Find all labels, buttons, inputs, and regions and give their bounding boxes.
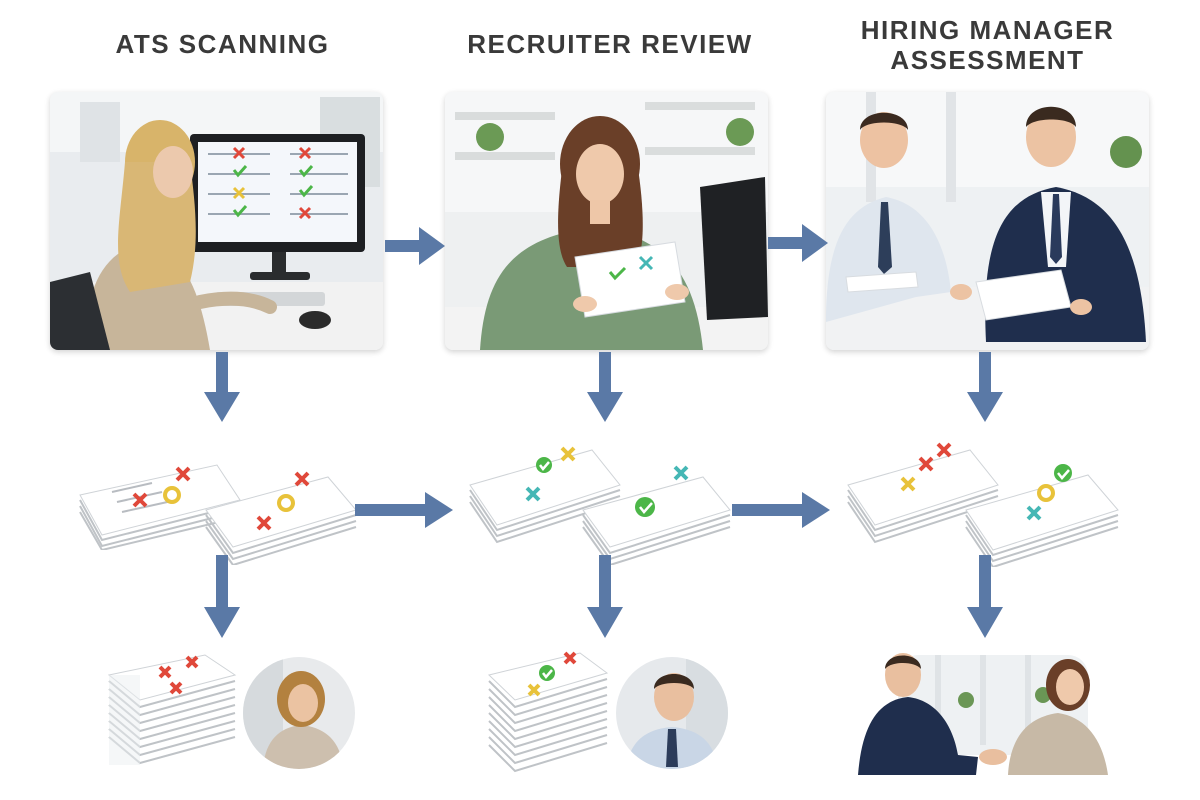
handshake-hire-scene [858,645,1130,775]
ats-scanning-photo [50,92,383,350]
arrow-right-icon [385,227,445,265]
recruiter-resume-stack-a [469,446,621,544]
rejected-candidate-avatar [243,657,355,769]
shortlisted-candidate-avatar [616,657,728,769]
recruiter-review-photo [445,92,768,350]
ats-final-stack [107,654,237,765]
ats-resume-stack-mixed [205,471,357,565]
manager-resume-stack-a [847,442,999,544]
stage-title-recruiter: RECRUITER REVIEW [467,29,753,59]
ats-resume-stack-rejected [79,464,241,550]
arrow-right-icon [355,492,453,528]
arrow-right-icon [768,224,828,262]
arrow-down-icon [967,555,1003,638]
stage-title-hiring-manager: HIRING MANAGER ASSESSMENT [860,15,1115,75]
recruiter-final-stack [487,651,609,773]
manager-resume-stack-b [965,464,1119,567]
stage-title-ats: ATS SCANNING [115,29,330,59]
recruiter-resume-stack-b [582,465,731,565]
arrow-down-icon [587,555,623,638]
arrow-down-icon [204,555,240,638]
hiring-manager-photo [826,92,1149,350]
arrow-down-icon [587,352,623,422]
arrow-right-icon [732,492,830,528]
arrow-down-icon [204,352,240,422]
arrow-down-icon [967,352,1003,422]
